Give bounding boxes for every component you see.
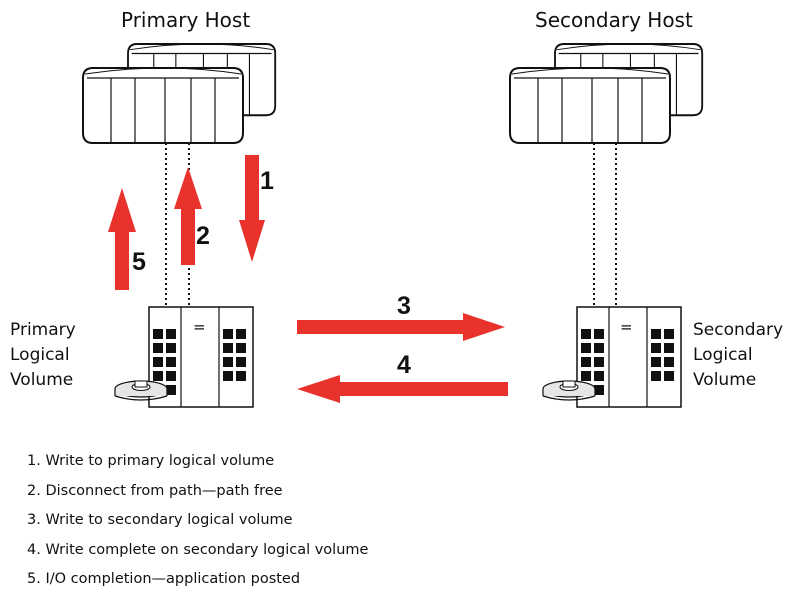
legend-item: 2. Disconnect from path—path free bbox=[27, 482, 283, 499]
primary-storage-symbol: = bbox=[193, 318, 206, 336]
arrow-4-left bbox=[297, 375, 508, 403]
secondary-storage-unit bbox=[542, 306, 682, 408]
arrow-2-number: 2 bbox=[196, 222, 210, 250]
primary-volume-label-line: Primary bbox=[10, 320, 76, 340]
primary-volume-label-line: Volume bbox=[10, 370, 74, 390]
secondary-volume-label-line: Secondary bbox=[693, 320, 784, 340]
secondary-volume-label-line: Logical bbox=[693, 345, 753, 365]
legend-item: 3. Write to secondary logical volume bbox=[27, 512, 293, 528]
secondary-volume-label-line: Volume bbox=[693, 370, 757, 390]
legend-item: 5. I/O completion—application posted bbox=[27, 571, 301, 587]
secondary-host-server bbox=[509, 43, 704, 144]
step-legend: 1. Write to primary logical volume 2. Di… bbox=[27, 447, 368, 595]
primary-storage-unit bbox=[114, 306, 254, 408]
secondary-connection-paths bbox=[593, 143, 617, 308]
arrow-1-number: 1 bbox=[260, 167, 274, 195]
legend-item: 1. Write to primary logical volume bbox=[27, 453, 275, 469]
arrow-2-up bbox=[174, 167, 202, 265]
primary-host-server bbox=[82, 43, 277, 144]
arrow-5-up bbox=[108, 188, 136, 290]
arrow-4-number: 4 bbox=[397, 351, 411, 379]
secondary-volume-label: Secondary Logical Volume bbox=[693, 318, 783, 393]
arrow-3-right bbox=[297, 313, 505, 341]
primary-volume-label: Primary Logical Volume bbox=[10, 318, 76, 393]
arrow-5-number: 5 bbox=[132, 248, 146, 276]
arrow-1-down bbox=[239, 155, 265, 262]
legend-item: 4. Write complete on secondary logical v… bbox=[27, 541, 369, 558]
secondary-host-label: Secondary Host bbox=[535, 8, 693, 32]
primary-volume-label-line: Logical bbox=[10, 345, 70, 365]
arrow-3-number: 3 bbox=[397, 292, 411, 320]
primary-host-label: Primary Host bbox=[121, 8, 251, 32]
secondary-storage-symbol: = bbox=[620, 318, 633, 336]
